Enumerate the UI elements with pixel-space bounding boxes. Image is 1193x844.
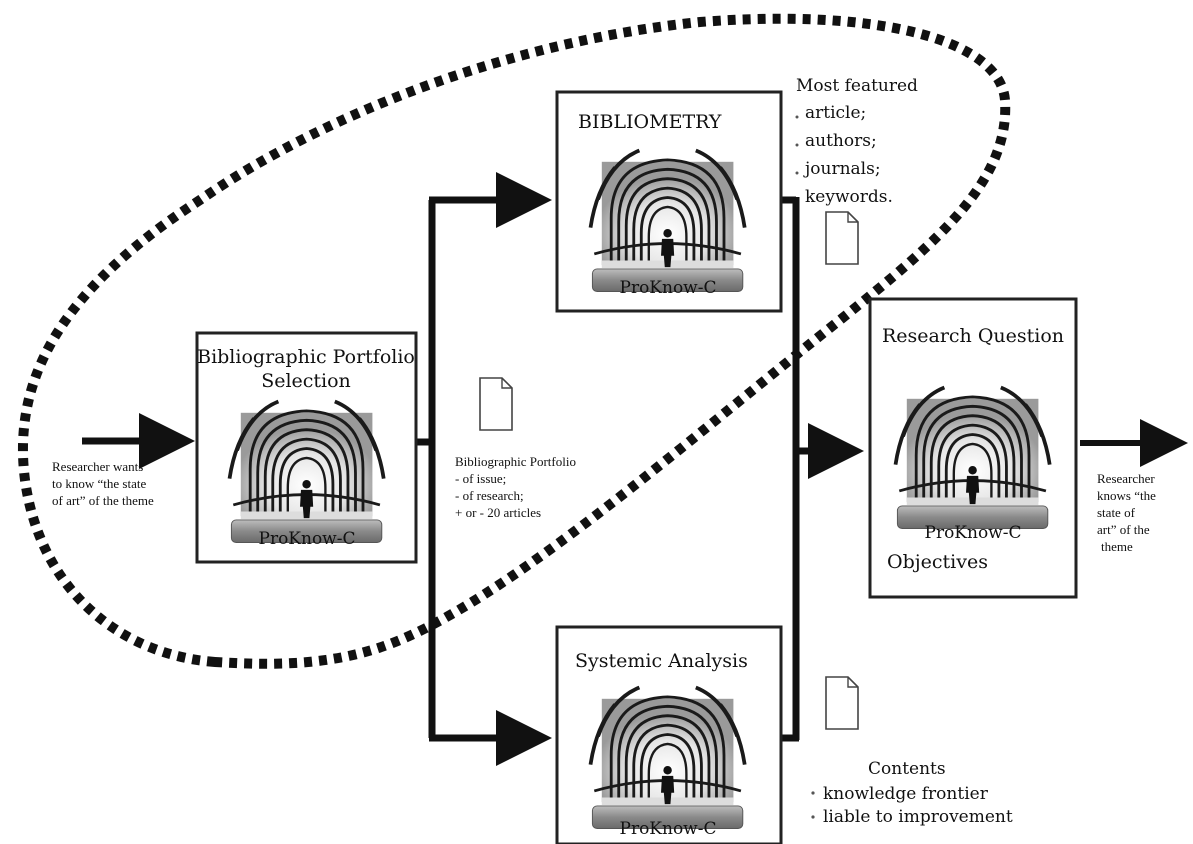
arch-icon — [227, 399, 386, 545]
systemic-tool-label: ProKnow-C — [620, 819, 717, 839]
input-line-2: to know “the state — [52, 476, 146, 491]
contents-note: Contents knowledge frontier liable to im… — [811, 759, 1013, 827]
arch-icon — [588, 148, 747, 294]
portfolio-line-4: + or - 20 articles — [455, 505, 541, 520]
bibliometry-tool-label: ProKnow-C — [620, 278, 717, 298]
bibliometry-item-3: journals; — [803, 159, 881, 179]
research-box: Research Question ProKnow-C Objectives — [868, 297, 1078, 599]
document-icon — [479, 377, 513, 431]
arch-icon — [893, 385, 1052, 531]
output-line-4: art” of the — [1097, 522, 1150, 537]
scope-boundary — [17, 13, 1011, 669]
input-line-3: of art” of the theme — [52, 493, 154, 508]
portfolio-note: Bibliographic Portfolio - of issue; - of… — [455, 454, 576, 520]
portfolio-line-2: - of issue; — [455, 471, 506, 486]
selection-box: Bibliographic Portfolio Selection ProKno… — [195, 331, 418, 564]
contents-heading: Contents — [868, 759, 946, 779]
portfolio-line-1: Bibliographic Portfolio — [455, 454, 576, 469]
portfolio-line-3: - of research; — [455, 488, 524, 503]
document-icon — [825, 211, 859, 265]
input-note: Researcher wants to know “the state of a… — [52, 459, 154, 508]
systemic-box: Systemic Analysis ProKnow-C — [555, 625, 783, 844]
selection-title-line-2: Selection — [261, 370, 351, 392]
bibliometry-note-heading: Most featured — [796, 76, 918, 96]
systemic-title: Systemic Analysis — [575, 650, 748, 672]
bibliometry-box: BIBLIOMETRY ProKnow-C — [555, 90, 783, 313]
output-line-3: state of — [1097, 505, 1136, 520]
merge-connector — [782, 196, 864, 742]
selection-title-line-1: Bibliographic Portfolio — [197, 346, 415, 368]
bibliometry-item-1: article; — [805, 103, 866, 123]
input-line-1: Researcher wants — [52, 459, 143, 474]
output-line-2: knows “the — [1097, 488, 1156, 503]
research-tool-label: ProKnow-C — [925, 523, 1022, 543]
research-footer: Objectives — [887, 551, 988, 573]
bibliometry-title: BIBLIOMETRY — [578, 111, 722, 133]
bibliometry-item-4: keywords. — [805, 187, 893, 207]
output-line-5: theme — [1101, 539, 1133, 554]
bibliometry-item-2: authors; — [805, 131, 877, 151]
arch-icon — [588, 685, 747, 831]
research-title: Research Question — [882, 325, 1064, 347]
contents-item-1: knowledge frontier — [823, 784, 989, 804]
bibliometry-note: Most featured article; authors; journals… — [795, 76, 918, 207]
output-line-1: Researcher — [1097, 471, 1155, 486]
contents-item-2: liable to improvement — [823, 807, 1013, 827]
selection-tool-label: ProKnow-C — [259, 529, 356, 549]
branch-connector — [416, 172, 552, 766]
document-icon — [825, 676, 859, 730]
output-note: Researcher knows “the state of art” of t… — [1097, 471, 1156, 554]
